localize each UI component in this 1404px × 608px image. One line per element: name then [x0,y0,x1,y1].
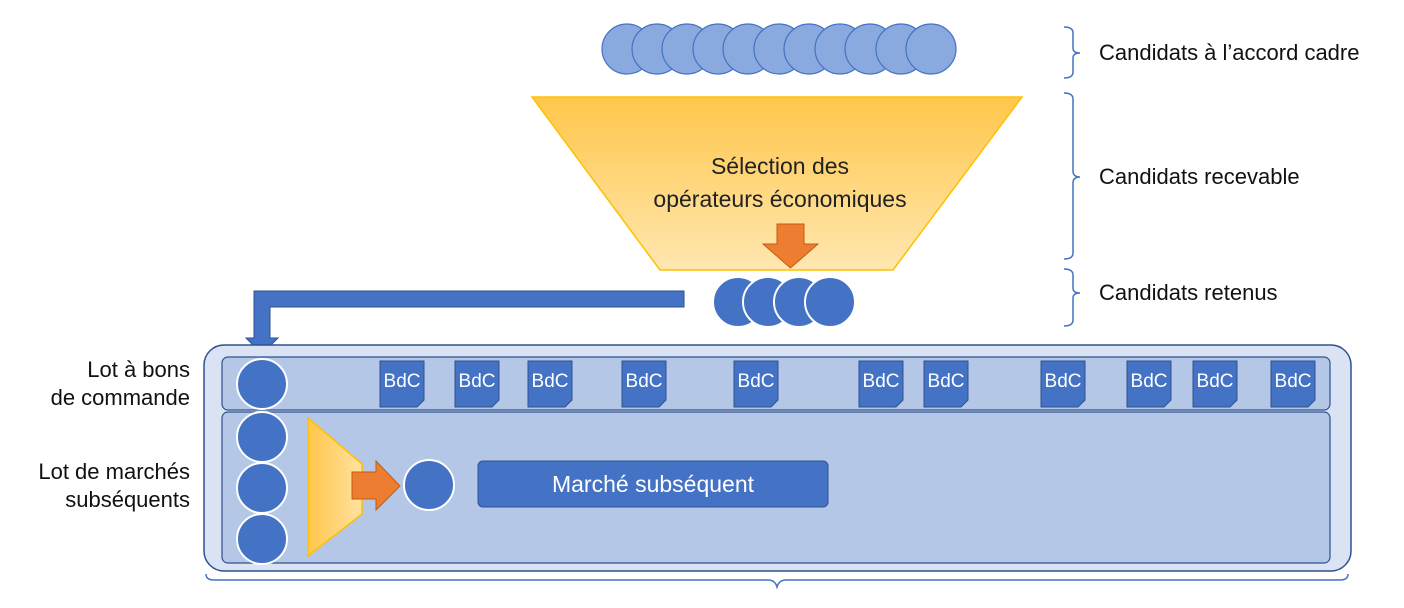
candidate-circle [905,23,957,75]
bdc-label: BdC [927,371,965,392]
small-selection-funnel [307,416,363,558]
bdc-document-icon [1040,360,1086,408]
right-arrow-icon [351,459,401,512]
bdc-document-icon [733,360,779,408]
bdc-label: BdC [862,371,900,392]
label-lot-marches-line-2: subséquents [65,487,190,512]
brace-recevable-icon [1063,92,1081,260]
bdc-label: BdC [383,371,421,392]
bdc-document-icon [527,360,573,408]
label-lot-bons: Lot à bons de commande [0,356,190,412]
bdc-document-icon [621,360,667,408]
brace-retenus-icon [1063,268,1081,327]
lot-marches-candidate [236,462,288,514]
bdc-label: BdC [458,371,496,392]
lot-marches-candidates [236,411,288,565]
bdc-document-icon [1126,360,1172,408]
marche-subsequent-box [477,460,829,508]
brace-accord-icon [1063,26,1081,79]
label-candidats-accord: Candidats à l’accord cadre [1099,40,1360,65]
funnel-line-1: Sélection des [710,153,850,179]
selected-candidate [403,459,455,511]
funnel-label: Sélection des opérateurs économiques [560,150,1000,216]
retained-circle [804,276,856,328]
bdc-label: BdC [1274,371,1312,392]
brace-bottom-icon [205,573,1349,590]
label-candidats-recevable: Candidats recevable [1099,164,1300,189]
bdc-label: BdC [737,371,775,392]
retained-circle-row [712,276,856,328]
bdc-document-icon [379,360,425,408]
bdc-label: BdC [531,371,569,392]
bdc-document-icon [454,360,500,408]
lot-marches-candidate [236,411,288,463]
label-lot-bons-line-2: de commande [50,385,190,410]
bdc-label: BdC [1196,371,1234,392]
label-candidats-retenus: Candidats retenus [1099,280,1278,305]
bdc-document-icon [923,360,969,408]
lot-marches-candidate [236,513,288,565]
selection-funnel [530,96,1024,271]
bdc-label: BdC [625,371,663,392]
bdc-document-icon [858,360,904,408]
candidates-circle-row [601,23,957,75]
lot-bons-candidate [236,358,288,410]
bdc-label: BdC [1044,371,1082,392]
down-arrow-icon [761,223,820,269]
label-lot-marches: Lot de marchés subséquents [0,458,190,514]
marche-subsequent-label: Marché subséquent [551,471,754,497]
bdc-document-icon [1192,360,1238,408]
bdc-label: BdC [1130,371,1168,392]
label-lot-bons-line-1: Lot à bons [87,357,190,382]
bdc-document-icon [1270,360,1316,408]
funnel-line-2: opérateurs économiques [653,186,907,212]
bdc-documents [379,360,1316,408]
label-lot-marches-line-1: Lot de marchés [38,459,190,484]
